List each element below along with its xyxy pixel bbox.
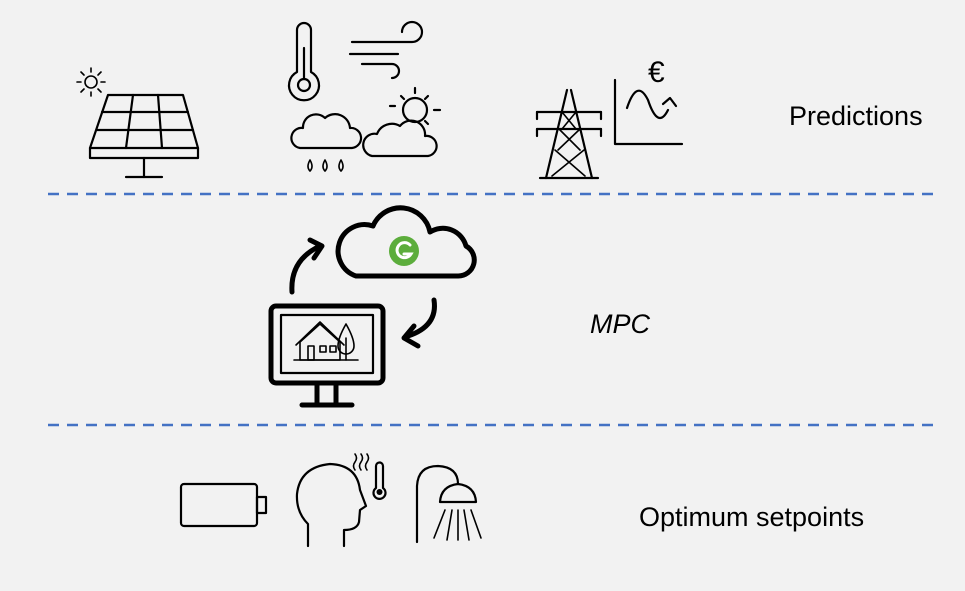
wind-icon	[348, 20, 424, 80]
tree-icon	[337, 323, 355, 361]
euro-symbol: €	[648, 56, 665, 89]
monitor-icon	[268, 303, 386, 408]
cloud-service-logo-icon	[389, 236, 419, 266]
mpc-label: MPC	[590, 309, 650, 339]
optimum-setpoints-label: Optimum setpoints	[639, 502, 865, 532]
rain-cloud-icon	[290, 113, 363, 172]
thermometer-icon	[287, 21, 321, 102]
cycle-arrow-icon	[289, 237, 437, 349]
price-chart-icon: €	[613, 56, 684, 146]
predictions-label: Predictions	[789, 101, 923, 131]
partly-sunny-icon	[362, 86, 442, 158]
solar-panel-icon	[76, 67, 200, 179]
house-icon	[293, 321, 359, 361]
battery-icon	[179, 482, 268, 528]
shower-icon	[415, 464, 482, 544]
cloud-icon	[335, 205, 477, 279]
person-comfort-icon	[295, 453, 387, 548]
power-tower-icon	[535, 88, 603, 180]
